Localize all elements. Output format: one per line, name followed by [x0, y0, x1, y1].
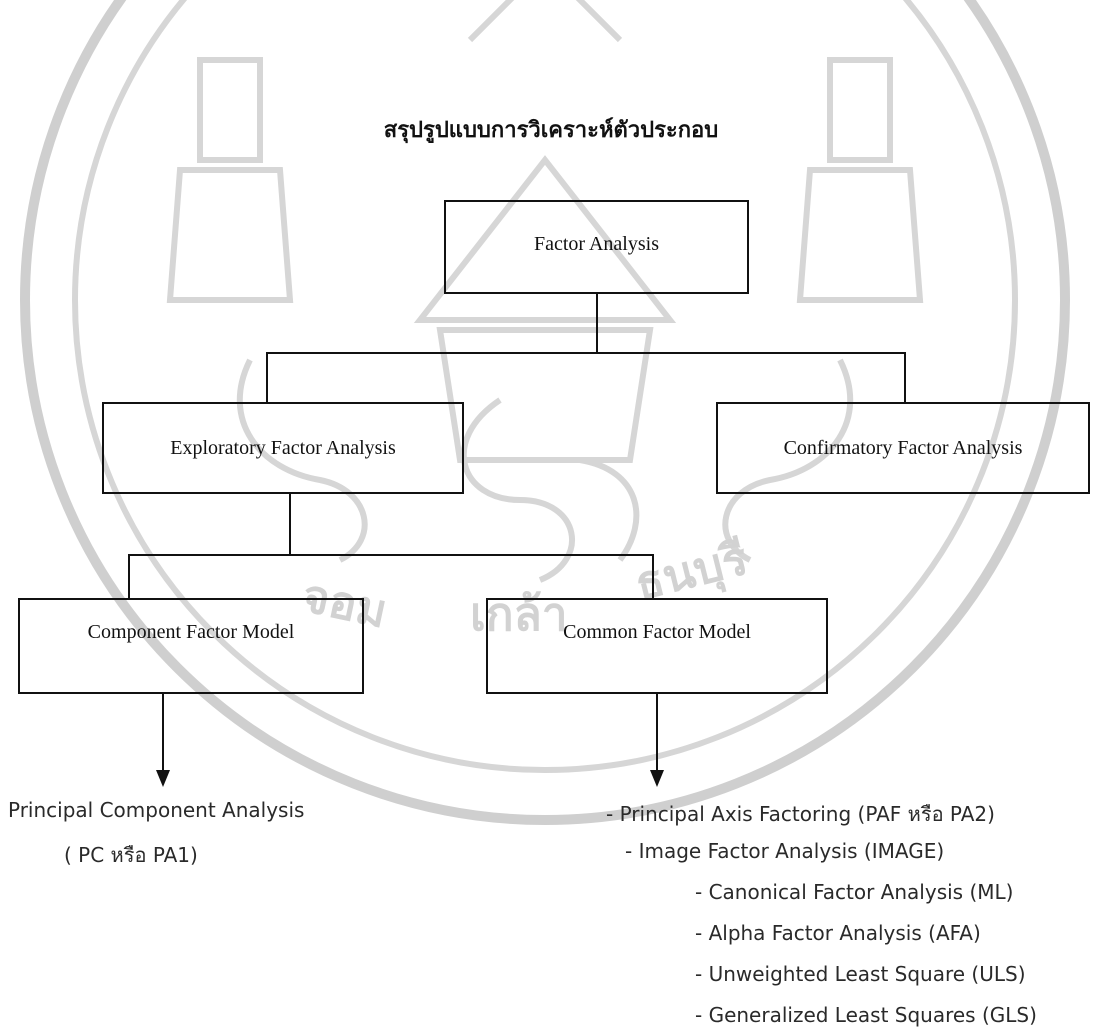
connector-to-confirmatory	[904, 352, 906, 404]
common-method-item: - Principal Axis Factoring (PAF หรือ PA2…	[606, 802, 995, 826]
common-method-item: - Canonical Factor Analysis (ML)	[695, 880, 1014, 904]
confirmatory-factor-analysis-node: Confirmatory Factor Analysis	[716, 402, 1090, 494]
connector-mid-horizontal	[128, 554, 654, 556]
common-factor-model-node: Common Factor Model	[486, 598, 828, 694]
common-method-item: - Generalized Least Squares (GLS)	[695, 1003, 1037, 1027]
connector-top-horizontal	[266, 352, 906, 354]
exploratory-factor-analysis-node: Exploratory Factor Analysis	[102, 402, 464, 494]
component-method-abbrev: ( PC หรือ PA1)	[64, 843, 198, 867]
component-model-label: Component Factor Model	[87, 620, 295, 643]
arrow-to-common-methods	[650, 694, 664, 787]
connector-to-common	[652, 554, 654, 600]
exploratory-label: Exploratory Factor Analysis	[170, 436, 396, 459]
factor-analysis-node: Factor Analysis	[444, 200, 749, 294]
common-method-item: - Unweighted Least Square (ULS)	[695, 962, 1026, 986]
arrow-to-component-methods	[156, 694, 170, 787]
confirmatory-label: Confirmatory Factor Analysis	[783, 436, 1023, 459]
connector-to-exploratory	[266, 352, 268, 404]
component-factor-model-node: Component Factor Model	[18, 598, 364, 694]
page-title: สรุปรูปแบบการวิเคราะห์ตัวประกอบ	[383, 118, 719, 143]
connector-to-component	[128, 554, 130, 600]
connector-root-down	[596, 294, 598, 354]
factor-analysis-label: Factor Analysis	[534, 232, 659, 255]
common-method-item: - Alpha Factor Analysis (AFA)	[695, 921, 981, 945]
common-method-item: - Image Factor Analysis (IMAGE)	[625, 839, 945, 863]
common-model-label: Common Factor Model	[563, 620, 751, 643]
connector-exploratory-down	[289, 494, 291, 556]
component-method-name: Principal Component Analysis	[8, 798, 305, 822]
